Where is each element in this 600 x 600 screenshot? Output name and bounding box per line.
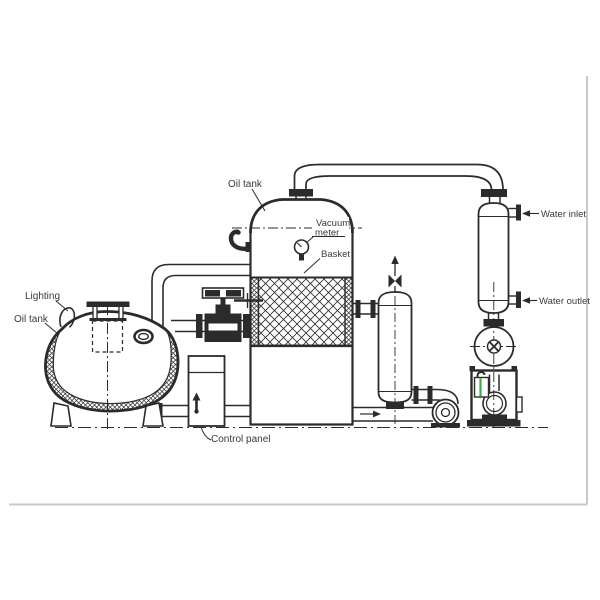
pump-hub-icon xyxy=(486,339,502,354)
vent-valve-icon xyxy=(388,255,402,293)
water-inlet-arrow-icon xyxy=(522,210,539,217)
circulation-pump xyxy=(431,398,460,428)
label-storage-oil-tank: Oil tank xyxy=(14,314,49,325)
label-fryer-oil-tank: Oil tank xyxy=(228,179,263,190)
flow-arrow-icon xyxy=(360,410,381,418)
fryer-outlet-pipe xyxy=(352,406,433,422)
fryer-top-flange xyxy=(289,189,313,197)
condenser xyxy=(477,189,521,327)
separator-bottom-flange xyxy=(386,402,404,409)
label-control-panel: Control panel xyxy=(211,434,270,445)
label-vacuum-meter-1: Vacuum xyxy=(316,218,350,229)
tank-leg xyxy=(50,402,72,427)
label-basket: Basket xyxy=(321,249,350,260)
water-inlet-nozzle xyxy=(508,204,521,221)
level-indicator xyxy=(473,371,490,398)
valve-handle xyxy=(201,287,245,299)
basket xyxy=(251,276,352,348)
label-water-outlet: Water outlet xyxy=(539,296,590,307)
separator-inlet-pipe xyxy=(352,300,379,318)
tank-leg xyxy=(142,402,164,427)
label-water-inlet: Water inlet xyxy=(541,209,586,220)
sight-glass xyxy=(133,328,154,345)
condenser-top-flange xyxy=(481,189,507,197)
separator-vessel xyxy=(352,255,459,427)
tank-vapor-pipe xyxy=(151,263,251,339)
scan-border xyxy=(9,76,588,506)
storage-oil-tank xyxy=(44,301,180,431)
water-outlet-arrow-icon xyxy=(522,297,537,304)
up-arrow-icon xyxy=(192,392,201,414)
control-panel xyxy=(187,355,226,427)
feed-valve xyxy=(196,287,250,342)
label-lighting: Lighting xyxy=(25,291,60,302)
label-vacuum-meter-2: meter xyxy=(315,228,339,239)
drain-spigot-icon xyxy=(228,229,252,252)
manway xyxy=(86,301,130,353)
overhead-vapor-pipe xyxy=(293,163,504,191)
water-outlet-nozzle xyxy=(508,291,521,308)
labels: Lighting Oil tank Oil tank Vacuum meter … xyxy=(14,179,590,445)
vacuum-pump-unit xyxy=(467,282,523,428)
vacuum-gauge xyxy=(293,217,349,261)
